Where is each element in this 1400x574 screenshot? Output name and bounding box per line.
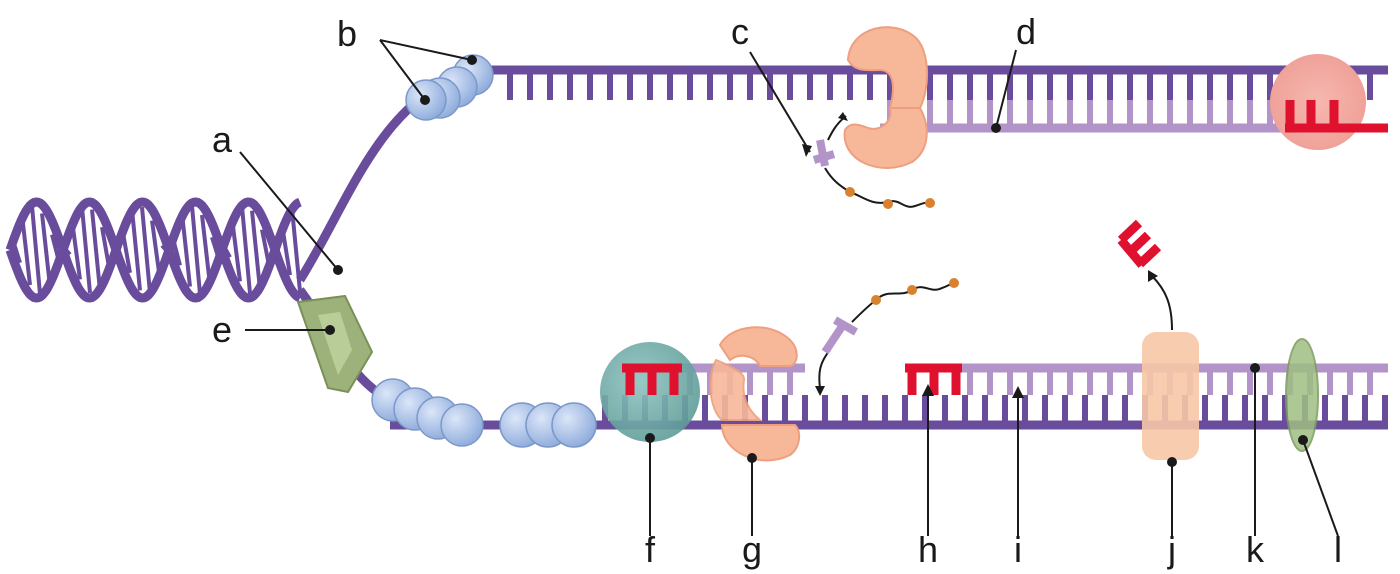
labels: a b c d e f g h i j k l	[212, 11, 1342, 570]
leader-arrowheads	[802, 144, 1024, 398]
label-c: c	[731, 11, 749, 52]
dna-ligase	[1285, 338, 1319, 452]
rna-primer-lagging-1	[622, 363, 682, 395]
label-a: a	[212, 119, 233, 160]
leading-new-strand	[880, 100, 1290, 133]
leader-lines	[239, 39, 1339, 537]
helix-strand-back	[5, 197, 302, 303]
dna-polymerase-leading	[843, 26, 929, 169]
label-d: d	[1016, 11, 1036, 52]
dna-polymerase-i	[1142, 270, 1199, 460]
parental-double-helix	[5, 197, 302, 303]
rna-primer-top	[1285, 100, 1388, 133]
label-e: e	[212, 309, 232, 350]
label-f: f	[645, 529, 656, 570]
lagging-new-bases	[687, 368, 1373, 395]
primase-top	[1270, 54, 1366, 150]
incoming-nucleotide-top	[812, 112, 935, 209]
excised-rna-primer	[1117, 219, 1162, 268]
label-k: k	[1246, 529, 1265, 570]
label-g: g	[742, 529, 762, 570]
label-b: b	[337, 13, 357, 54]
label-j: j	[1167, 529, 1176, 570]
rna-primer-lagging-2	[905, 363, 962, 395]
ssb-proteins-bottom	[371, 378, 597, 448]
label-l: l	[1334, 529, 1342, 570]
helix-strand-front	[5, 197, 302, 303]
leader-dots	[325, 55, 1308, 467]
ssb-proteins-top	[405, 54, 494, 121]
leading-strand-template	[296, 65, 1388, 283]
dna-polymerase-lagging	[709, 326, 801, 462]
label-i: i	[1014, 529, 1022, 570]
incoming-nucleotide-bottom	[815, 278, 959, 396]
label-h: h	[918, 529, 938, 570]
